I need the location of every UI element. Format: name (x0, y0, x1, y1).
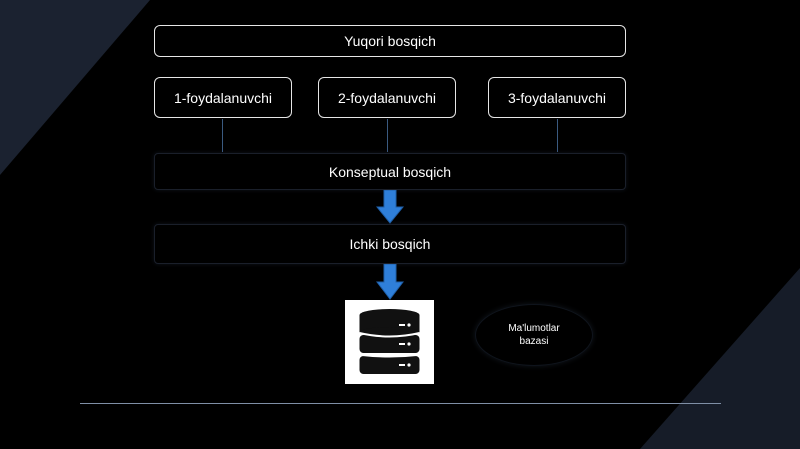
user-box-3: 3-foydalanuvchi (488, 77, 626, 118)
user-label-3: 3-foydalanuvchi (507, 89, 607, 106)
internal-level-box: Ichki bosqich (154, 224, 626, 264)
conceptual-level-label: Konseptual bosqich (328, 163, 452, 180)
connector-user-3 (557, 119, 558, 152)
database-tile (345, 300, 434, 384)
user-box-2: 2-foydalanuvchi (318, 77, 456, 118)
top-level-box: Yuqori bosqich (154, 25, 626, 57)
database-label-ellipse: Ma'lumotlar bazasi (475, 304, 593, 366)
down-arrow-icon (376, 190, 404, 224)
connector-user-1 (222, 119, 223, 152)
top-left-panel (0, 0, 150, 175)
internal-level-label: Ichki bosqich (349, 236, 431, 252)
user-label-1: 1-foydalanuvchi (173, 89, 273, 106)
footer-divider (80, 403, 721, 404)
conceptual-level-box: Konseptual bosqich (154, 153, 626, 190)
down-arrow-icon (376, 264, 404, 300)
database-label-line2: bazasi (519, 336, 549, 347)
connector-user-2 (387, 119, 388, 152)
bottom-right-panel (640, 268, 800, 449)
database-icon (359, 309, 420, 374)
top-level-label: Yuqori bosqich (344, 33, 436, 49)
database-label-line1: Ma'lumotlar (508, 323, 560, 334)
user-box-1: 1-foydalanuvchi (154, 77, 292, 118)
user-label-2: 2-foydalanuvchi (337, 89, 437, 106)
